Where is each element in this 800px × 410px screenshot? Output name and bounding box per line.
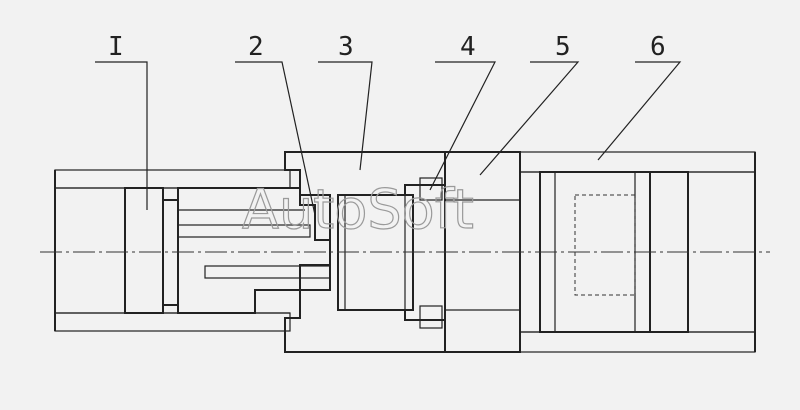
watermark: AutoSoft [242,178,474,241]
callout-3: 3 [338,32,354,62]
seal-ring [419,177,443,329]
callout-5: 5 [555,32,571,62]
left-rubber-plug [124,187,164,314]
callout-6: 6 [650,32,666,62]
callout-2: 2 [248,32,264,62]
callout-4: 4 [460,32,476,62]
leader-lines [95,61,682,216]
callout-1: I [108,32,124,62]
